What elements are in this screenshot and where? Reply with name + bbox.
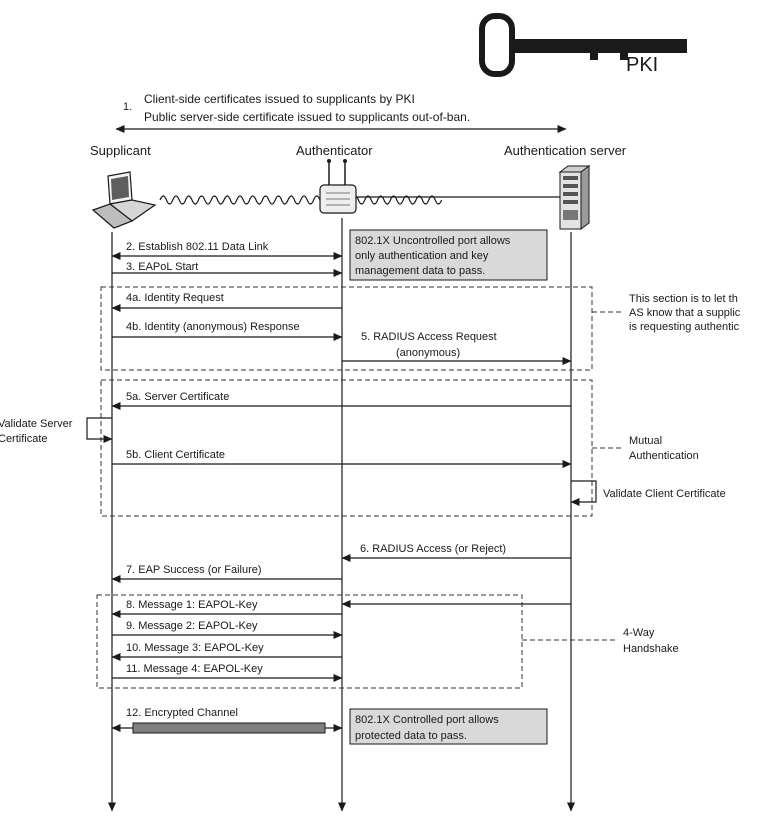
message-5-label-line1: 5. RADIUS Access Request — [361, 331, 497, 343]
message-3-label: 3. EAPoL Start — [126, 261, 198, 273]
uncontrolled-note-line3: management data to pass. — [355, 265, 485, 277]
uncontrolled-note-line2: only authentication and key — [355, 250, 489, 262]
access-point-icon — [319, 159, 357, 214]
mutual-note-line1: Mutual — [629, 435, 662, 447]
identity-section-box — [100, 286, 593, 371]
cert-note-line2: Public server-side certificate issued to… — [144, 110, 470, 124]
mutual-authentication-box — [100, 379, 593, 517]
message-9-label: 9. Message 2: EAPOL-Key — [126, 620, 258, 632]
message-4a-label: 4a. Identity Request — [126, 292, 224, 304]
validate-client-label: Validate Client Certificate — [603, 488, 726, 500]
message-6-label: 6. RADIUS Access (or Reject) — [360, 543, 506, 555]
message-10-label: 10. Message 3: EAPOL-Key — [126, 642, 264, 654]
message-5b-label: 5b. Client Certificate — [126, 449, 225, 461]
message-4b-label: 4b. Identity (anonymous) Response — [126, 321, 300, 333]
handshake-note-line1: 4-Way — [623, 627, 655, 639]
uncontrolled-port-note — [349, 229, 548, 281]
controlled-note-line2: protected data to pass. — [355, 730, 467, 742]
identity-note-line1: This section is to let th — [629, 293, 738, 305]
message-8-label: 8. Message 1: EAPOL-Key — [126, 599, 258, 611]
uncontrolled-note-line1: 802.1X Uncontrolled port allows — [355, 235, 511, 247]
cert-note-line1: Client-side certificates issued to suppl… — [144, 92, 415, 106]
identity-note-line2: AS know that a supplic — [629, 307, 741, 319]
cert-note-number: 1. — [123, 101, 132, 113]
authenticator-label: Authenticator — [296, 143, 373, 158]
message-2-label: 2. Establish 802.11 Data Link — [126, 241, 269, 253]
validate-client-loop — [570, 480, 597, 506]
pki-label: PKI — [626, 54, 658, 76]
validate-server-line1: Validate Server — [0, 418, 73, 430]
mutual-note-line2: Authentication — [629, 450, 699, 462]
controlled-note-line1: 802.1X Controlled port allows — [355, 714, 499, 726]
handshake-box — [96, 594, 523, 689]
handshake-note-line2: Handshake — [623, 643, 679, 655]
controlled-port-note — [349, 708, 548, 745]
laptop-icon — [91, 171, 157, 229]
authentication-server-label: Authentication server — [504, 143, 627, 158]
message-7-label: 7. EAP Success (or Failure) — [126, 564, 262, 576]
message-11-label: 11. Message 4: EAPOL-Key — [126, 663, 263, 675]
validate-server-loop — [86, 417, 113, 443]
message-12-label: 12. Encrypted Channel — [126, 707, 238, 719]
message-5a-label: 5a. Server Certificate — [126, 391, 229, 403]
supplicant-label: Supplicant — [90, 143, 151, 158]
message-5-label-line2: (anonymous) — [396, 347, 460, 359]
identity-note-line3: is requesting authentic — [629, 321, 740, 333]
encrypted-channel-bar — [132, 722, 326, 734]
validate-server-line2: Certificate — [0, 433, 48, 445]
key-icon — [479, 13, 687, 77]
server-icon — [558, 165, 591, 230]
